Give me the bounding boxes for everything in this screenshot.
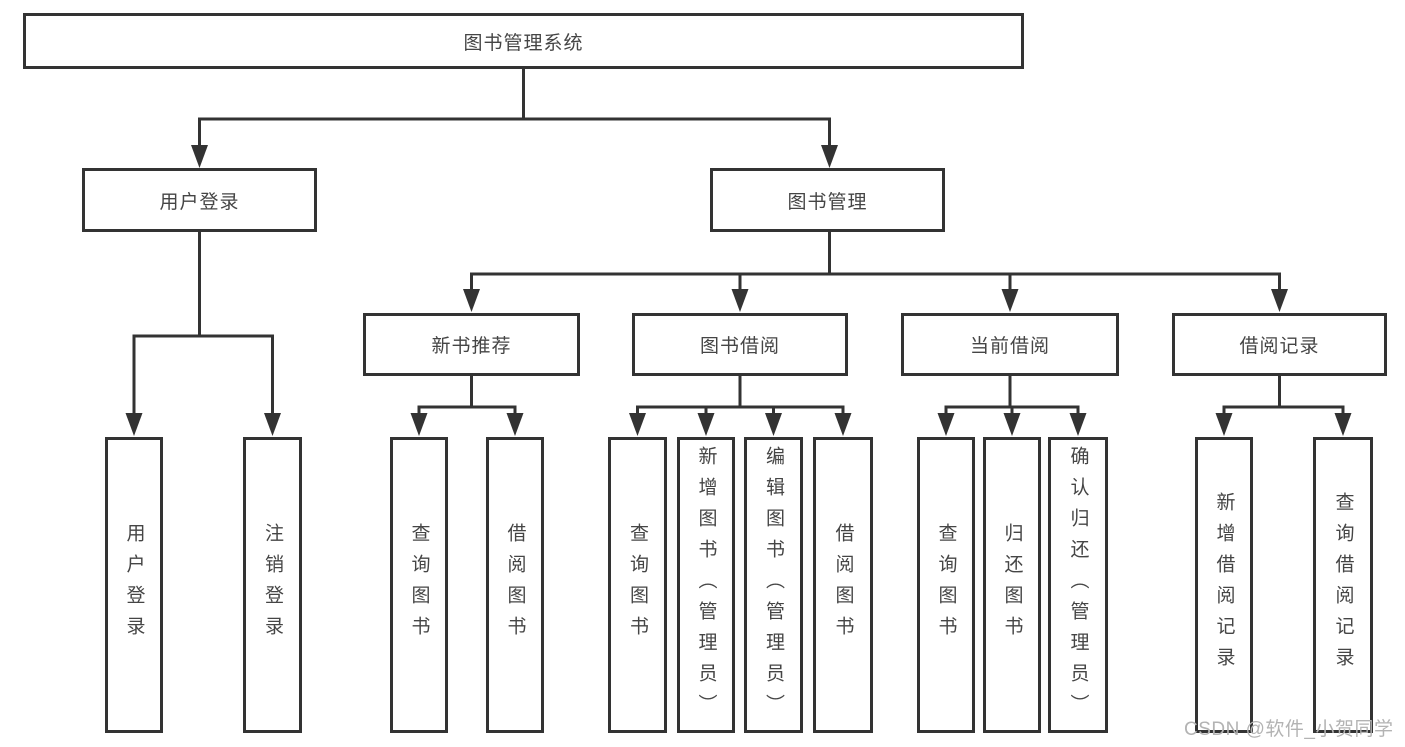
csdn-watermark: CSDN @软件_小贺同学	[1184, 719, 1394, 740]
leaf-query-borrow-record: 查询借阅记录	[1313, 437, 1373, 733]
edge-new-book-recommend-children	[410, 376, 524, 436]
leaf-query-books-borrowing: 查询图书	[608, 437, 667, 733]
leaf-query-books-current: 查询图书	[917, 437, 975, 733]
node-borrowing-records: 借阅记录	[1172, 313, 1387, 376]
leaf-return-books: 归还图书	[983, 437, 1041, 733]
node-new-book-recommend: 新书推荐	[363, 313, 580, 376]
leaf-borrow-books: 借阅图书	[813, 437, 873, 733]
node-book-borrowing: 图书借阅	[632, 313, 848, 376]
leaf-add-books-admin: 新增图书（管理员）	[677, 437, 735, 733]
edge-current-borrowing-children	[937, 376, 1087, 436]
edge-user-login-children	[125, 232, 281, 436]
leaf-logout: 注销登录	[243, 437, 302, 733]
leaf-query-books-recommend: 查询图书	[390, 437, 448, 733]
edge-book-management-children	[463, 232, 1288, 312]
leaf-borrow-books-recommend: 借阅图书	[486, 437, 544, 733]
node-book-management: 图书管理	[710, 168, 945, 232]
node-current-borrowing: 当前借阅	[901, 313, 1119, 376]
node-library-management-system: 图书管理系统	[23, 13, 1024, 69]
leaf-confirm-return-admin: 确认归还（管理员）	[1048, 437, 1108, 733]
leaf-edit-books-admin: 编辑图书（管理员）	[744, 437, 803, 733]
leaf-user-login: 用户登录	[105, 437, 163, 733]
edge-root-to-level1	[191, 69, 838, 168]
edge-book-borrowing-children	[629, 376, 852, 436]
edge-borrowing-records-children	[1215, 376, 1352, 436]
node-user-login: 用户登录	[82, 168, 317, 232]
leaf-add-borrow-record: 新增借阅记录	[1195, 437, 1253, 733]
